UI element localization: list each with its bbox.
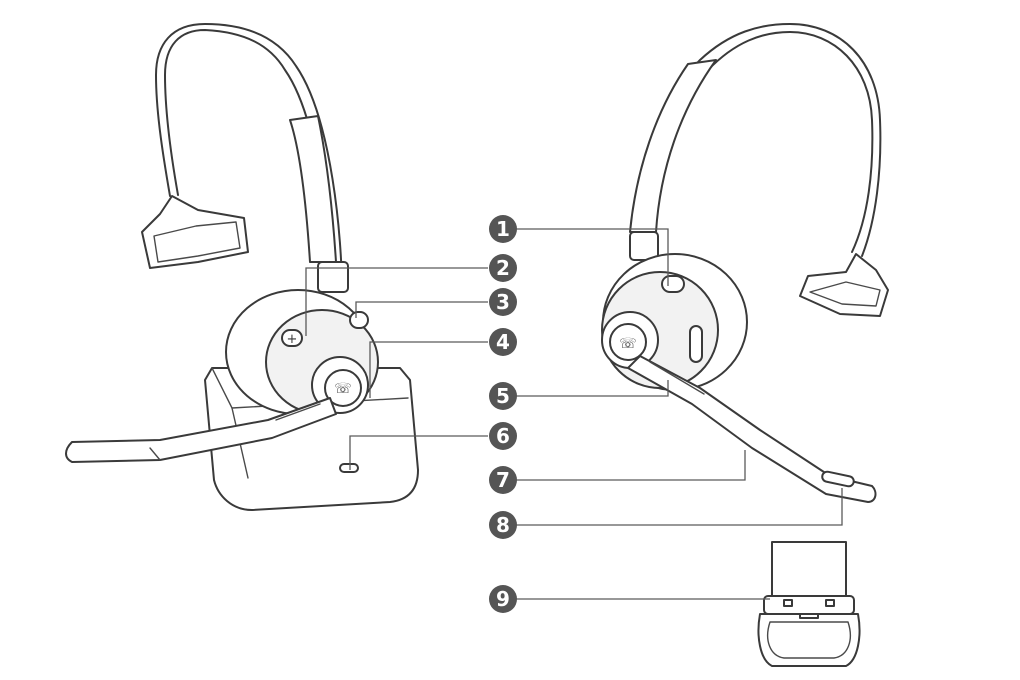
callout-4: 4	[489, 328, 517, 356]
callout-7: 7	[489, 466, 517, 494]
callout-9: 9	[489, 585, 517, 613]
svg-text:1: 1	[496, 217, 510, 241]
callout-8: 8	[489, 511, 517, 539]
volume-up-button-icon	[281, 329, 303, 347]
svg-text:9: 9	[496, 587, 510, 611]
svg-text:3: 3	[496, 290, 510, 314]
svg-text:2: 2	[496, 256, 510, 280]
usb-dongle-icon	[757, 541, 861, 667]
right-headset-icon: ☏	[601, 23, 889, 503]
callout-3: 3	[489, 288, 517, 316]
leader-lines	[305, 228, 843, 600]
usb-c-port-icon	[339, 463, 359, 473]
svg-text:8: 8	[496, 513, 510, 537]
svg-text:5: 5	[496, 384, 510, 408]
volume-button-icon	[661, 275, 685, 293]
left-headset-icon: ☏ +	[65, 23, 419, 511]
svg-text:6: 6	[496, 424, 510, 448]
svg-text:7: 7	[496, 468, 510, 492]
callout-5: 5	[489, 382, 517, 410]
svg-text:4: 4	[496, 330, 510, 354]
callout-2: 2	[489, 254, 517, 282]
svg-text:☏: ☏	[334, 381, 352, 397]
volume-down-button-icon	[349, 311, 369, 329]
callout-1: 1	[489, 215, 517, 243]
callout-6: 6	[489, 422, 517, 450]
svg-text:+: +	[287, 332, 298, 347]
svg-text:☏: ☏	[619, 336, 637, 352]
mute-slider-icon	[689, 325, 703, 363]
